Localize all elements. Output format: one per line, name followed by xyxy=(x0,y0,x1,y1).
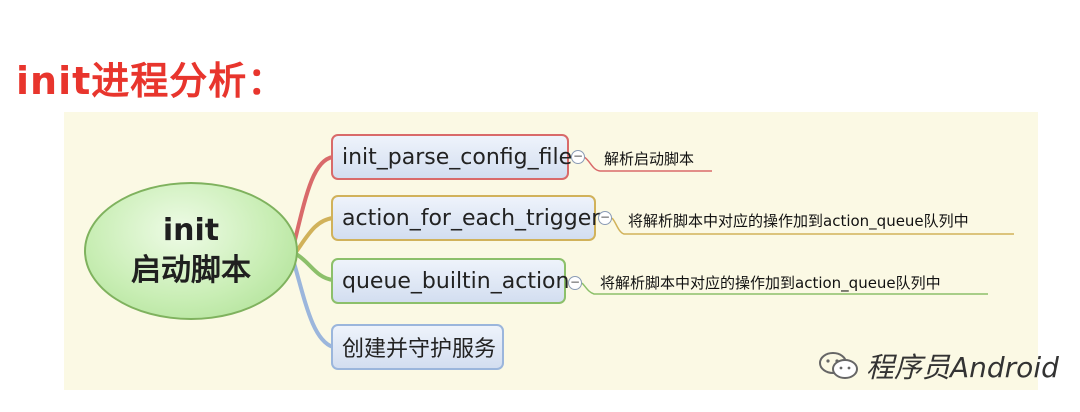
branch-node-init-parse-config-file[interactable]: init_parse_config_file xyxy=(331,134,573,180)
branch-label: init_parse_config_file xyxy=(342,144,573,170)
page-title: init进程分析： xyxy=(16,59,287,103)
branch-label: action_for_each_trigger xyxy=(342,205,601,231)
note-action-queue-1: 将解析脚本中对应的操作加到action_queue队列中 xyxy=(628,212,969,230)
branch-label: 创建并守护服务 xyxy=(342,337,497,362)
watermark: 程序员Android xyxy=(818,346,1059,386)
collapse-toggle-icon[interactable]: − xyxy=(568,275,582,290)
connector-note-2 xyxy=(611,217,1014,235)
branch-node-create-daemon-service[interactable]: 创建并守护服务 xyxy=(331,324,504,370)
connector-note-1 xyxy=(583,156,712,172)
connector-branch-2 xyxy=(294,216,334,254)
branch-node-action-for-each-trigger[interactable]: action_for_each_trigger xyxy=(331,195,600,241)
collapse-toggle-icon[interactable]: − xyxy=(598,210,612,225)
note-action-queue-2: 将解析脚本中对应的操作加到action_queue队列中 xyxy=(600,274,941,292)
connector-branch-4 xyxy=(290,255,334,349)
wechat-icon xyxy=(819,352,858,379)
watermark-text: 程序员Android xyxy=(866,351,1059,384)
collapse-toggle-icon[interactable]: − xyxy=(571,149,585,164)
root-subtitle: 启动脚本 xyxy=(131,253,251,288)
branch-node-queue-builtin-action[interactable]: queue_builtin_action xyxy=(331,258,570,304)
note-parse-script: 解析启动脚本 xyxy=(604,150,695,168)
root-node[interactable]: init 启动脚本 xyxy=(84,182,298,320)
connector-note-3 xyxy=(581,282,988,295)
connector-branch-3 xyxy=(294,252,334,282)
root-title: init xyxy=(162,213,220,248)
branch-label: queue_builtin_action xyxy=(342,268,570,294)
connector-branch-1 xyxy=(290,155,334,253)
